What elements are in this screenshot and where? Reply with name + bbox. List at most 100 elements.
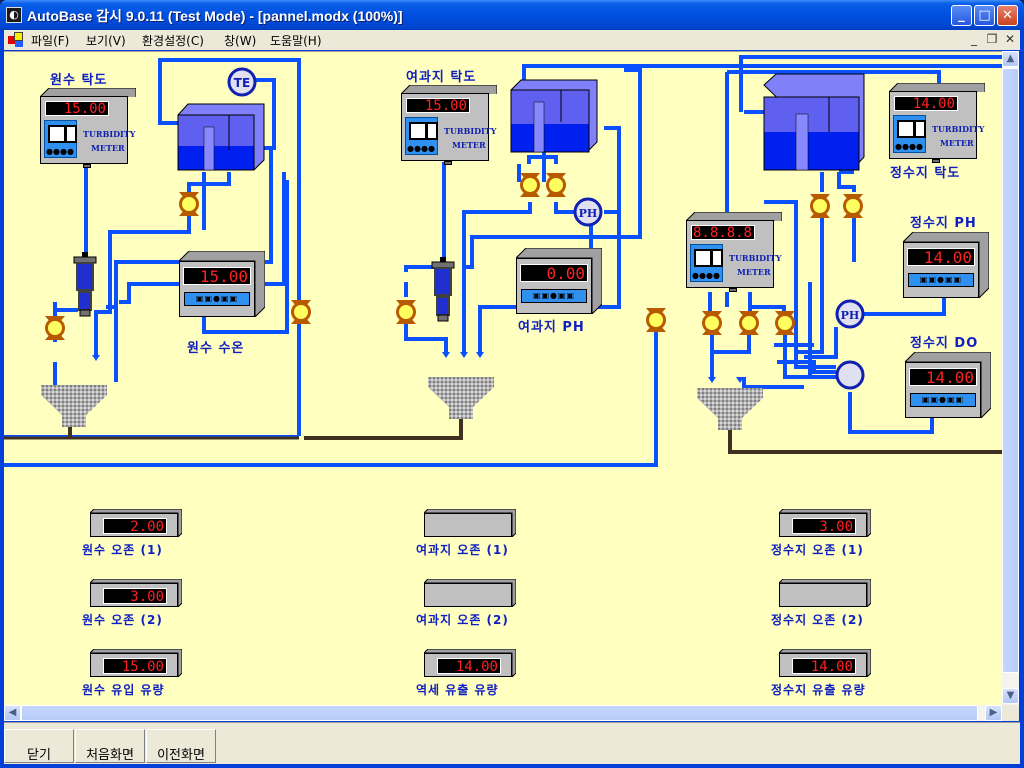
readout-display: 14.00 bbox=[437, 658, 501, 675]
valve[interactable] bbox=[291, 300, 311, 324]
menu-help[interactable]: 도움말(H) bbox=[270, 34, 322, 48]
readout-label: 정수지 유출 유량 bbox=[771, 683, 866, 697]
bottom-toolbar: 닫기 처음화면 이전화면 bbox=[4, 722, 1020, 764]
readout-panel[interactable]: 2.00 원수 오존 (1) bbox=[82, 509, 182, 557]
mdi-restore-button[interactable]: ❐ bbox=[986, 32, 998, 46]
maximize-button[interactable]: □ bbox=[974, 5, 995, 26]
close-button[interactable]: ✕ bbox=[997, 5, 1018, 26]
valve[interactable] bbox=[646, 308, 666, 332]
meter-display: 14.00 bbox=[909, 368, 977, 387]
readout-panel[interactable]: 여과지 오존 (2) bbox=[416, 579, 516, 627]
clean-ph-meter[interactable]: 14.00▣▣●▣▣ bbox=[903, 232, 989, 298]
minimize-button[interactable]: _ bbox=[951, 5, 972, 26]
flow-arrow bbox=[476, 352, 484, 358]
keypad-icon bbox=[893, 115, 926, 153]
meter-text: TURBIDITY bbox=[83, 129, 136, 139]
valve[interactable] bbox=[45, 316, 65, 340]
readout-label: 정수지 오존 (1) bbox=[771, 543, 864, 557]
button-row-icon: ●●●● bbox=[895, 142, 923, 151]
temperature-sensor[interactable]: TE bbox=[227, 67, 257, 97]
valve[interactable] bbox=[702, 311, 722, 335]
filter-ph-label: 여과지 PH bbox=[518, 320, 585, 335]
meter-connector bbox=[83, 164, 91, 168]
scrollbar-corner bbox=[1002, 705, 1019, 721]
document-icon[interactable] bbox=[8, 32, 24, 48]
meter-text: TURBIDITY bbox=[932, 124, 985, 134]
previous-screen-button[interactable]: 이전화면 bbox=[146, 729, 216, 763]
turbidity-display: 14.00 bbox=[894, 96, 958, 112]
flow-arrow bbox=[708, 377, 716, 383]
meter-keys-icon: ▣▣●▣▣ bbox=[521, 289, 587, 303]
readout-display: 2.00 bbox=[103, 518, 167, 535]
meter-keys-icon: ▣▣●▣▣ bbox=[910, 393, 976, 407]
valve[interactable] bbox=[396, 300, 416, 324]
scroll-right-button[interactable]: ▶ bbox=[985, 705, 1002, 721]
button-row-icon: ●●●● bbox=[46, 147, 74, 156]
readout-panel[interactable]: 3.00 정수지 오존 (1) bbox=[771, 509, 871, 557]
menu-window[interactable]: 창(W) bbox=[224, 34, 257, 48]
filter-ph-meter[interactable]: 0.00▣▣●▣▣ bbox=[516, 248, 602, 314]
close-screen-button[interactable]: 닫기 bbox=[4, 729, 74, 763]
valve[interactable] bbox=[843, 194, 863, 218]
scroll-left-button[interactable]: ◀ bbox=[4, 705, 21, 721]
scroll-down-button[interactable]: ▼ bbox=[1002, 688, 1019, 704]
valve[interactable] bbox=[739, 311, 759, 335]
button-row-icon: ●●●● bbox=[407, 144, 435, 153]
raw-temperature-label: 원수 수온 bbox=[187, 341, 245, 356]
clean-ph-sensor[interactable]: PH bbox=[835, 299, 865, 329]
ph-sensor-tag: PH bbox=[841, 309, 860, 322]
readout-panel[interactable]: 정수지 오존 (2) bbox=[771, 579, 871, 627]
clean-water-tank bbox=[763, 73, 865, 171]
readout-panel[interactable]: 15.00 원수 유입 유량 bbox=[82, 649, 182, 697]
flow-arrow bbox=[442, 352, 450, 358]
valve[interactable] bbox=[520, 173, 540, 197]
readout-label: 정수지 오존 (2) bbox=[771, 613, 864, 627]
settling-funnel bbox=[697, 388, 763, 430]
mdi-close-button[interactable]: ✕ bbox=[1004, 32, 1016, 46]
raw-temperature-meter[interactable]: 15.00▣▣●▣▣ bbox=[179, 251, 265, 317]
filter-ph-sensor[interactable]: PH bbox=[573, 197, 603, 227]
menu-file[interactable]: 파일(F) bbox=[31, 34, 70, 48]
vertical-scroll-thumb[interactable] bbox=[1002, 68, 1019, 673]
keypad-icon bbox=[690, 244, 723, 282]
flow-arrow bbox=[460, 352, 468, 358]
readout-display: 3.00 bbox=[792, 518, 856, 535]
valve[interactable] bbox=[810, 194, 830, 218]
horizontal-scroll-thumb[interactable] bbox=[21, 705, 978, 721]
valve[interactable] bbox=[775, 311, 795, 335]
vertical-scrollbar[interactable]: ▲ ▼ bbox=[1002, 51, 1019, 705]
menu-view[interactable]: 보기(V) bbox=[86, 34, 126, 48]
readout-panel[interactable]: 여과지 오존 (1) bbox=[416, 509, 516, 557]
readout-label: 여과지 오존 (1) bbox=[416, 543, 509, 557]
horizontal-scrollbar[interactable]: ◀ ▶ bbox=[4, 705, 1002, 721]
valve[interactable] bbox=[546, 173, 566, 197]
valve[interactable] bbox=[179, 192, 199, 216]
readout-label: 원수 오존 (1) bbox=[82, 543, 163, 557]
title-bar[interactable]: ◐ AutoBase 감시 9.0.11 (Test Mode) - [pann… bbox=[0, 0, 1024, 30]
clean-do-meter[interactable]: 14.00 ▣▣●▣▣ bbox=[905, 352, 991, 418]
mdi-minimize-button[interactable]: _ bbox=[971, 32, 977, 46]
meter-text: TURBIDITY bbox=[444, 126, 497, 136]
raw-turbidity-label: 원수 탁도 bbox=[50, 73, 108, 88]
meter-connector bbox=[932, 159, 940, 163]
meter-connector bbox=[444, 161, 452, 165]
home-screen-button[interactable]: 처음화면 bbox=[75, 729, 145, 763]
scroll-up-button[interactable]: ▲ bbox=[1002, 51, 1019, 67]
filter-turbidity-label: 여과지 탁도 bbox=[406, 70, 477, 85]
readout-display: 15.00 bbox=[103, 658, 167, 675]
process-diagram: TE PH PH bbox=[4, 55, 1002, 467]
menu-settings[interactable]: 환경설정(C) bbox=[142, 34, 204, 48]
pipes bbox=[4, 55, 1002, 467]
meter-text: METER bbox=[737, 267, 771, 277]
clean-do-sensor[interactable] bbox=[835, 360, 865, 390]
keypad-icon bbox=[44, 120, 77, 158]
readout-label: 원수 유입 유량 bbox=[82, 683, 165, 697]
